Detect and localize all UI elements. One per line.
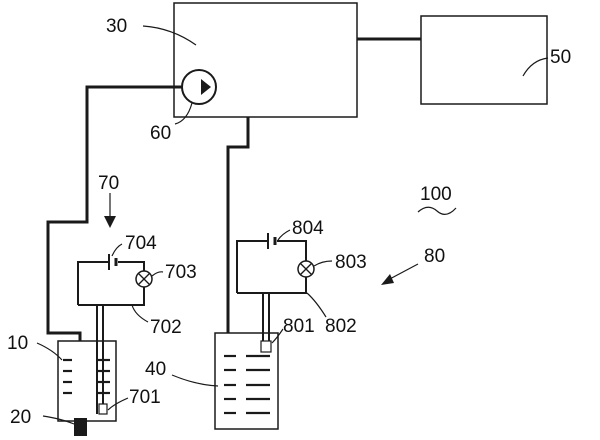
label-100: 100	[420, 184, 452, 205]
detector-b-wire-top	[277, 240, 307, 261]
label-20: 20	[10, 407, 31, 428]
leader-801	[271, 328, 284, 344]
leader-802	[306, 292, 327, 318]
leader-702	[131, 304, 149, 323]
external-device-box	[420, 15, 548, 105]
container-b-liquid	[224, 354, 270, 415]
pump-arrow-icon	[201, 79, 211, 95]
detector-b-probe-tip	[260, 340, 272, 353]
label-80: 80	[424, 246, 445, 267]
detector-a-lamp-icon	[135, 270, 153, 288]
label-70: 70	[98, 173, 119, 194]
leader-30	[142, 25, 197, 46]
label-804: 804	[292, 218, 324, 239]
leader-60	[174, 102, 193, 125]
label-703: 703	[165, 262, 197, 283]
label-50: 50	[550, 47, 571, 68]
leader-50	[522, 57, 549, 77]
arrow-80-icon	[381, 274, 394, 285]
leader-703	[151, 271, 164, 277]
label-10: 10	[7, 333, 28, 354]
leader-704	[111, 243, 123, 257]
label-40: 40	[145, 359, 166, 380]
label-704: 704	[125, 233, 157, 254]
detector-a-probe-tip	[98, 403, 108, 415]
pump-pipe	[46, 85, 182, 418]
detector-a-wire-left	[77, 261, 108, 305]
label-702: 702	[150, 317, 182, 338]
label-802: 802	[325, 316, 357, 337]
leader-803	[313, 260, 333, 267]
label-801: 801	[283, 316, 315, 337]
detector-b-wire-bottom	[237, 277, 307, 294]
leader-804	[277, 229, 291, 241]
label-60: 60	[150, 123, 171, 144]
label-701: 701	[129, 387, 161, 408]
detector-b-lamp-icon	[297, 260, 315, 278]
label-803: 803	[335, 252, 367, 273]
arrow-70-icon	[104, 216, 116, 228]
detector-b-wire-left	[236, 240, 267, 293]
leader-10	[36, 342, 63, 361]
controller-pipe	[226, 117, 250, 352]
leader-40	[171, 374, 219, 387]
leader-20	[42, 415, 75, 425]
detector-a-wire-bottom	[78, 287, 145, 306]
label-30: 30	[106, 16, 127, 37]
container-a-bottom-block	[74, 418, 87, 436]
squiggle-100	[417, 206, 457, 215]
detector-a-wire-top	[118, 261, 145, 271]
leader-701	[107, 397, 129, 411]
